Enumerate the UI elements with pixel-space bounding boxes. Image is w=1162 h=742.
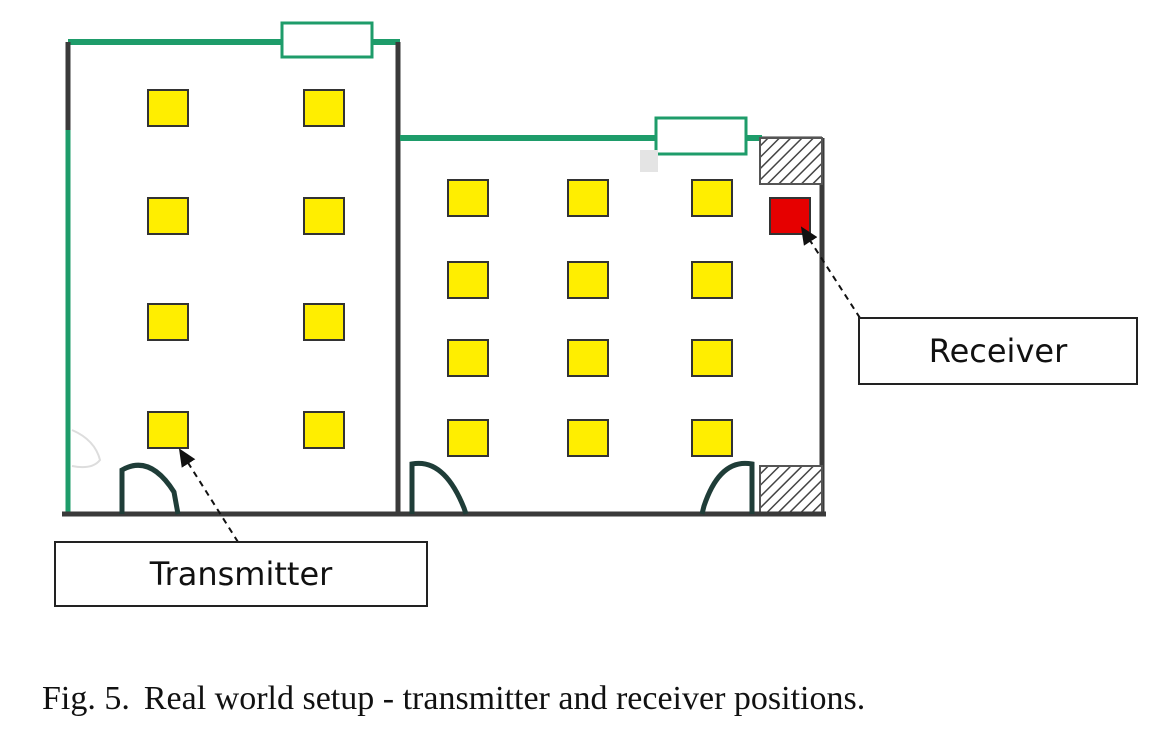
- receiver-marker: [769, 197, 811, 235]
- figure-caption: Fig. 5. Real world setup - transmitter an…: [42, 680, 1142, 718]
- table: [567, 179, 609, 217]
- receiver-label: Receiver: [929, 332, 1068, 370]
- table: [303, 197, 345, 235]
- table: [303, 411, 345, 449]
- table: [147, 197, 189, 235]
- table: [447, 261, 489, 299]
- transmitter-arrow: [178, 448, 239, 543]
- receiver-arrow: [800, 226, 861, 319]
- transmitter-label-box: [54, 541, 428, 607]
- hatched-pillar-top: [759, 137, 823, 185]
- table: [147, 89, 189, 127]
- left-room: [65, 21, 401, 514]
- table: [303, 303, 345, 341]
- right-room-window: [654, 116, 748, 156]
- table: [147, 303, 189, 341]
- door-left-room: [119, 462, 181, 515]
- faint-mark: [640, 150, 658, 172]
- table: [447, 179, 489, 217]
- table: [447, 339, 489, 377]
- door-right-room-left: [409, 460, 469, 515]
- receiver-label-box: [858, 317, 1138, 385]
- table: [567, 419, 609, 457]
- table: [567, 261, 609, 299]
- right-room: [400, 116, 825, 515]
- table: [691, 419, 733, 457]
- left-room-tables: [147, 89, 345, 449]
- table-transmitter: [147, 411, 189, 449]
- right-room-tables: [447, 179, 733, 457]
- table: [691, 261, 733, 299]
- faint-trace: [71, 429, 102, 469]
- hatched-pillar-bottom: [759, 465, 823, 515]
- door-right-room-right: [699, 460, 755, 515]
- transmitter-label: Transmitter: [149, 555, 333, 593]
- caption-text: Real world setup - transmitter and recei…: [143, 680, 866, 717]
- caption-number: Fig. 5.: [42, 680, 130, 717]
- table: [303, 89, 345, 127]
- table: [567, 339, 609, 377]
- table: [447, 419, 489, 457]
- left-room-window: [280, 21, 374, 59]
- table: [691, 339, 733, 377]
- table: [691, 179, 733, 217]
